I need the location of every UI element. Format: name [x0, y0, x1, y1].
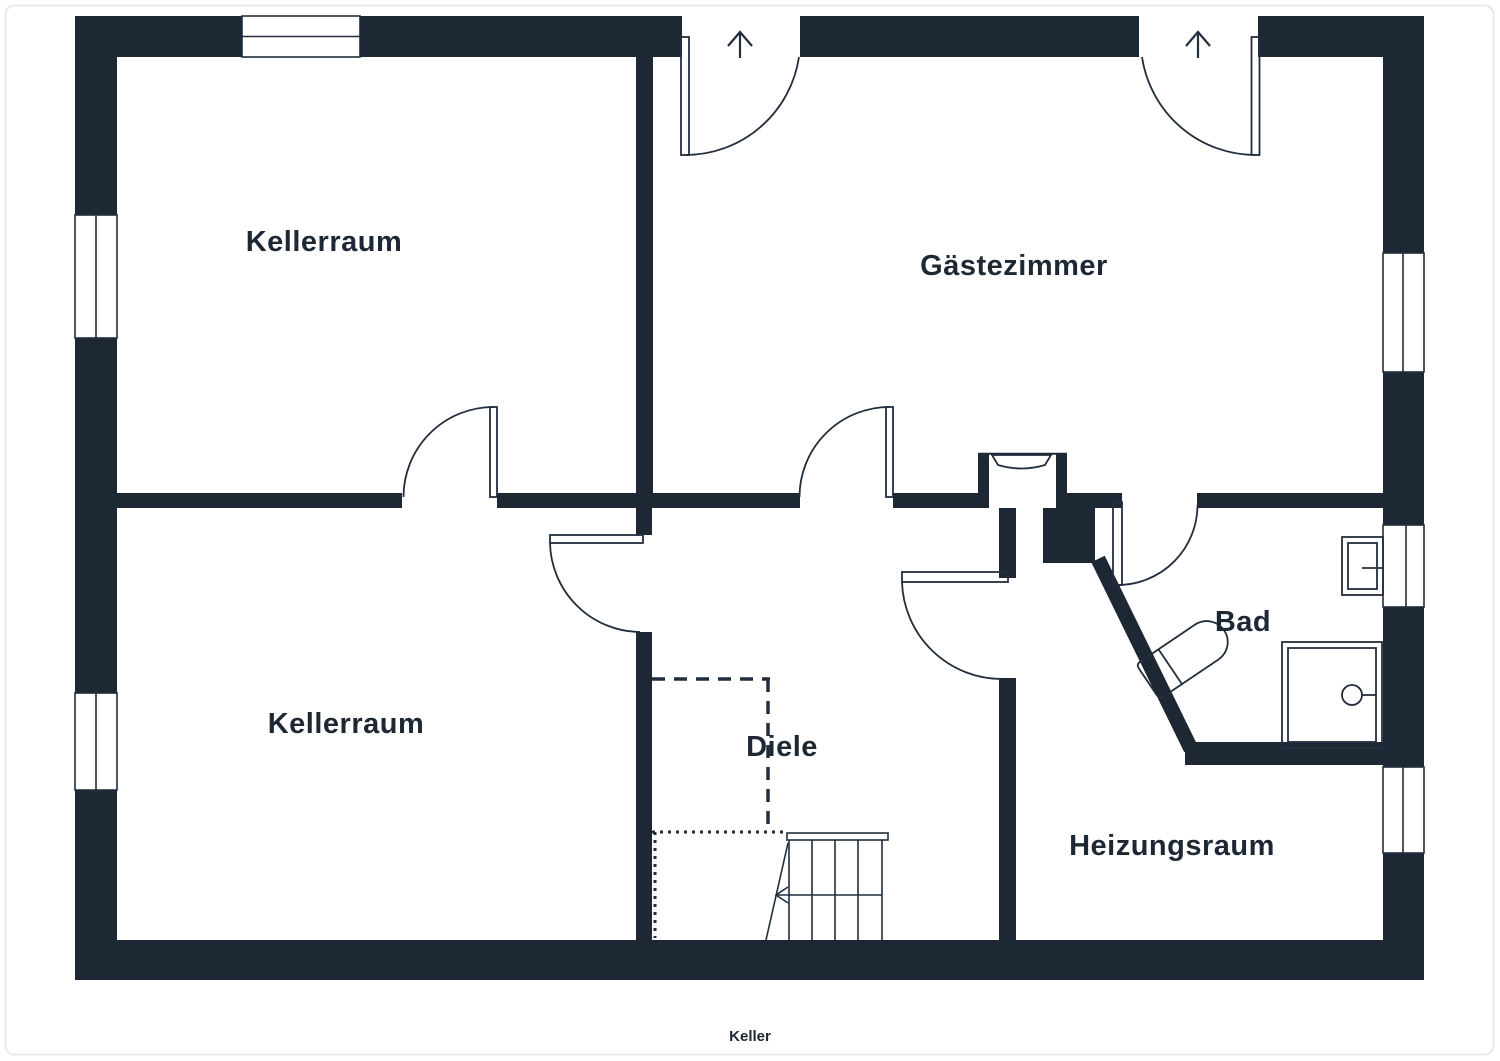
utility-sink [990, 454, 1053, 470]
room-heizungsraum [1016, 578, 1383, 940]
entrance-door-left [680, 36, 800, 156]
door-heizungsraum [901, 571, 1009, 680]
door-bad [1112, 501, 1199, 586]
door-gaestezimmer [798, 406, 894, 498]
entrance-arrows [727, 30, 1211, 58]
room-label-heizungsraum: Heizungsraum [1069, 830, 1275, 862]
doors [402, 36, 1261, 680]
toilet [1136, 620, 1229, 699]
entrance-door-right [1141, 36, 1261, 156]
walls [75, 16, 1424, 980]
room-labels: Kellerraum Gästezimmer Kellerraum Diele … [246, 226, 1275, 1045]
room-label-kellerraum-bottom: Kellerraum [268, 708, 425, 740]
floor-caption: Keller [729, 1028, 771, 1045]
window-right-upper [1382, 252, 1425, 373]
door-kellerraum-top [402, 406, 498, 498]
stairs [765, 832, 889, 941]
canvas-frame [4, 4, 1495, 1056]
window-right-lower [1382, 766, 1425, 854]
window-right-middle [1382, 524, 1425, 608]
entrance-arrow-right [1185, 30, 1211, 58]
washbasin [1341, 536, 1384, 596]
room-label-gaestezimmer: Gästezimmer [920, 250, 1108, 282]
door-kellerraum-bottom [549, 534, 644, 633]
room-label-bad: Bad [1215, 606, 1271, 638]
window-left-lower [74, 692, 118, 791]
room-label-kellerraum-top: Kellerraum [246, 226, 403, 258]
stair-direction-arrow [774, 886, 882, 904]
shower [1281, 641, 1383, 749]
room-label-diele: Diele [746, 731, 818, 763]
entrance-arrow-left [727, 30, 753, 58]
window-top [241, 15, 361, 58]
room-kellerraum-top [117, 57, 636, 493]
window-left-upper [74, 214, 118, 339]
windows [74, 15, 1425, 854]
stair-overhead-outline [652, 677, 788, 938]
